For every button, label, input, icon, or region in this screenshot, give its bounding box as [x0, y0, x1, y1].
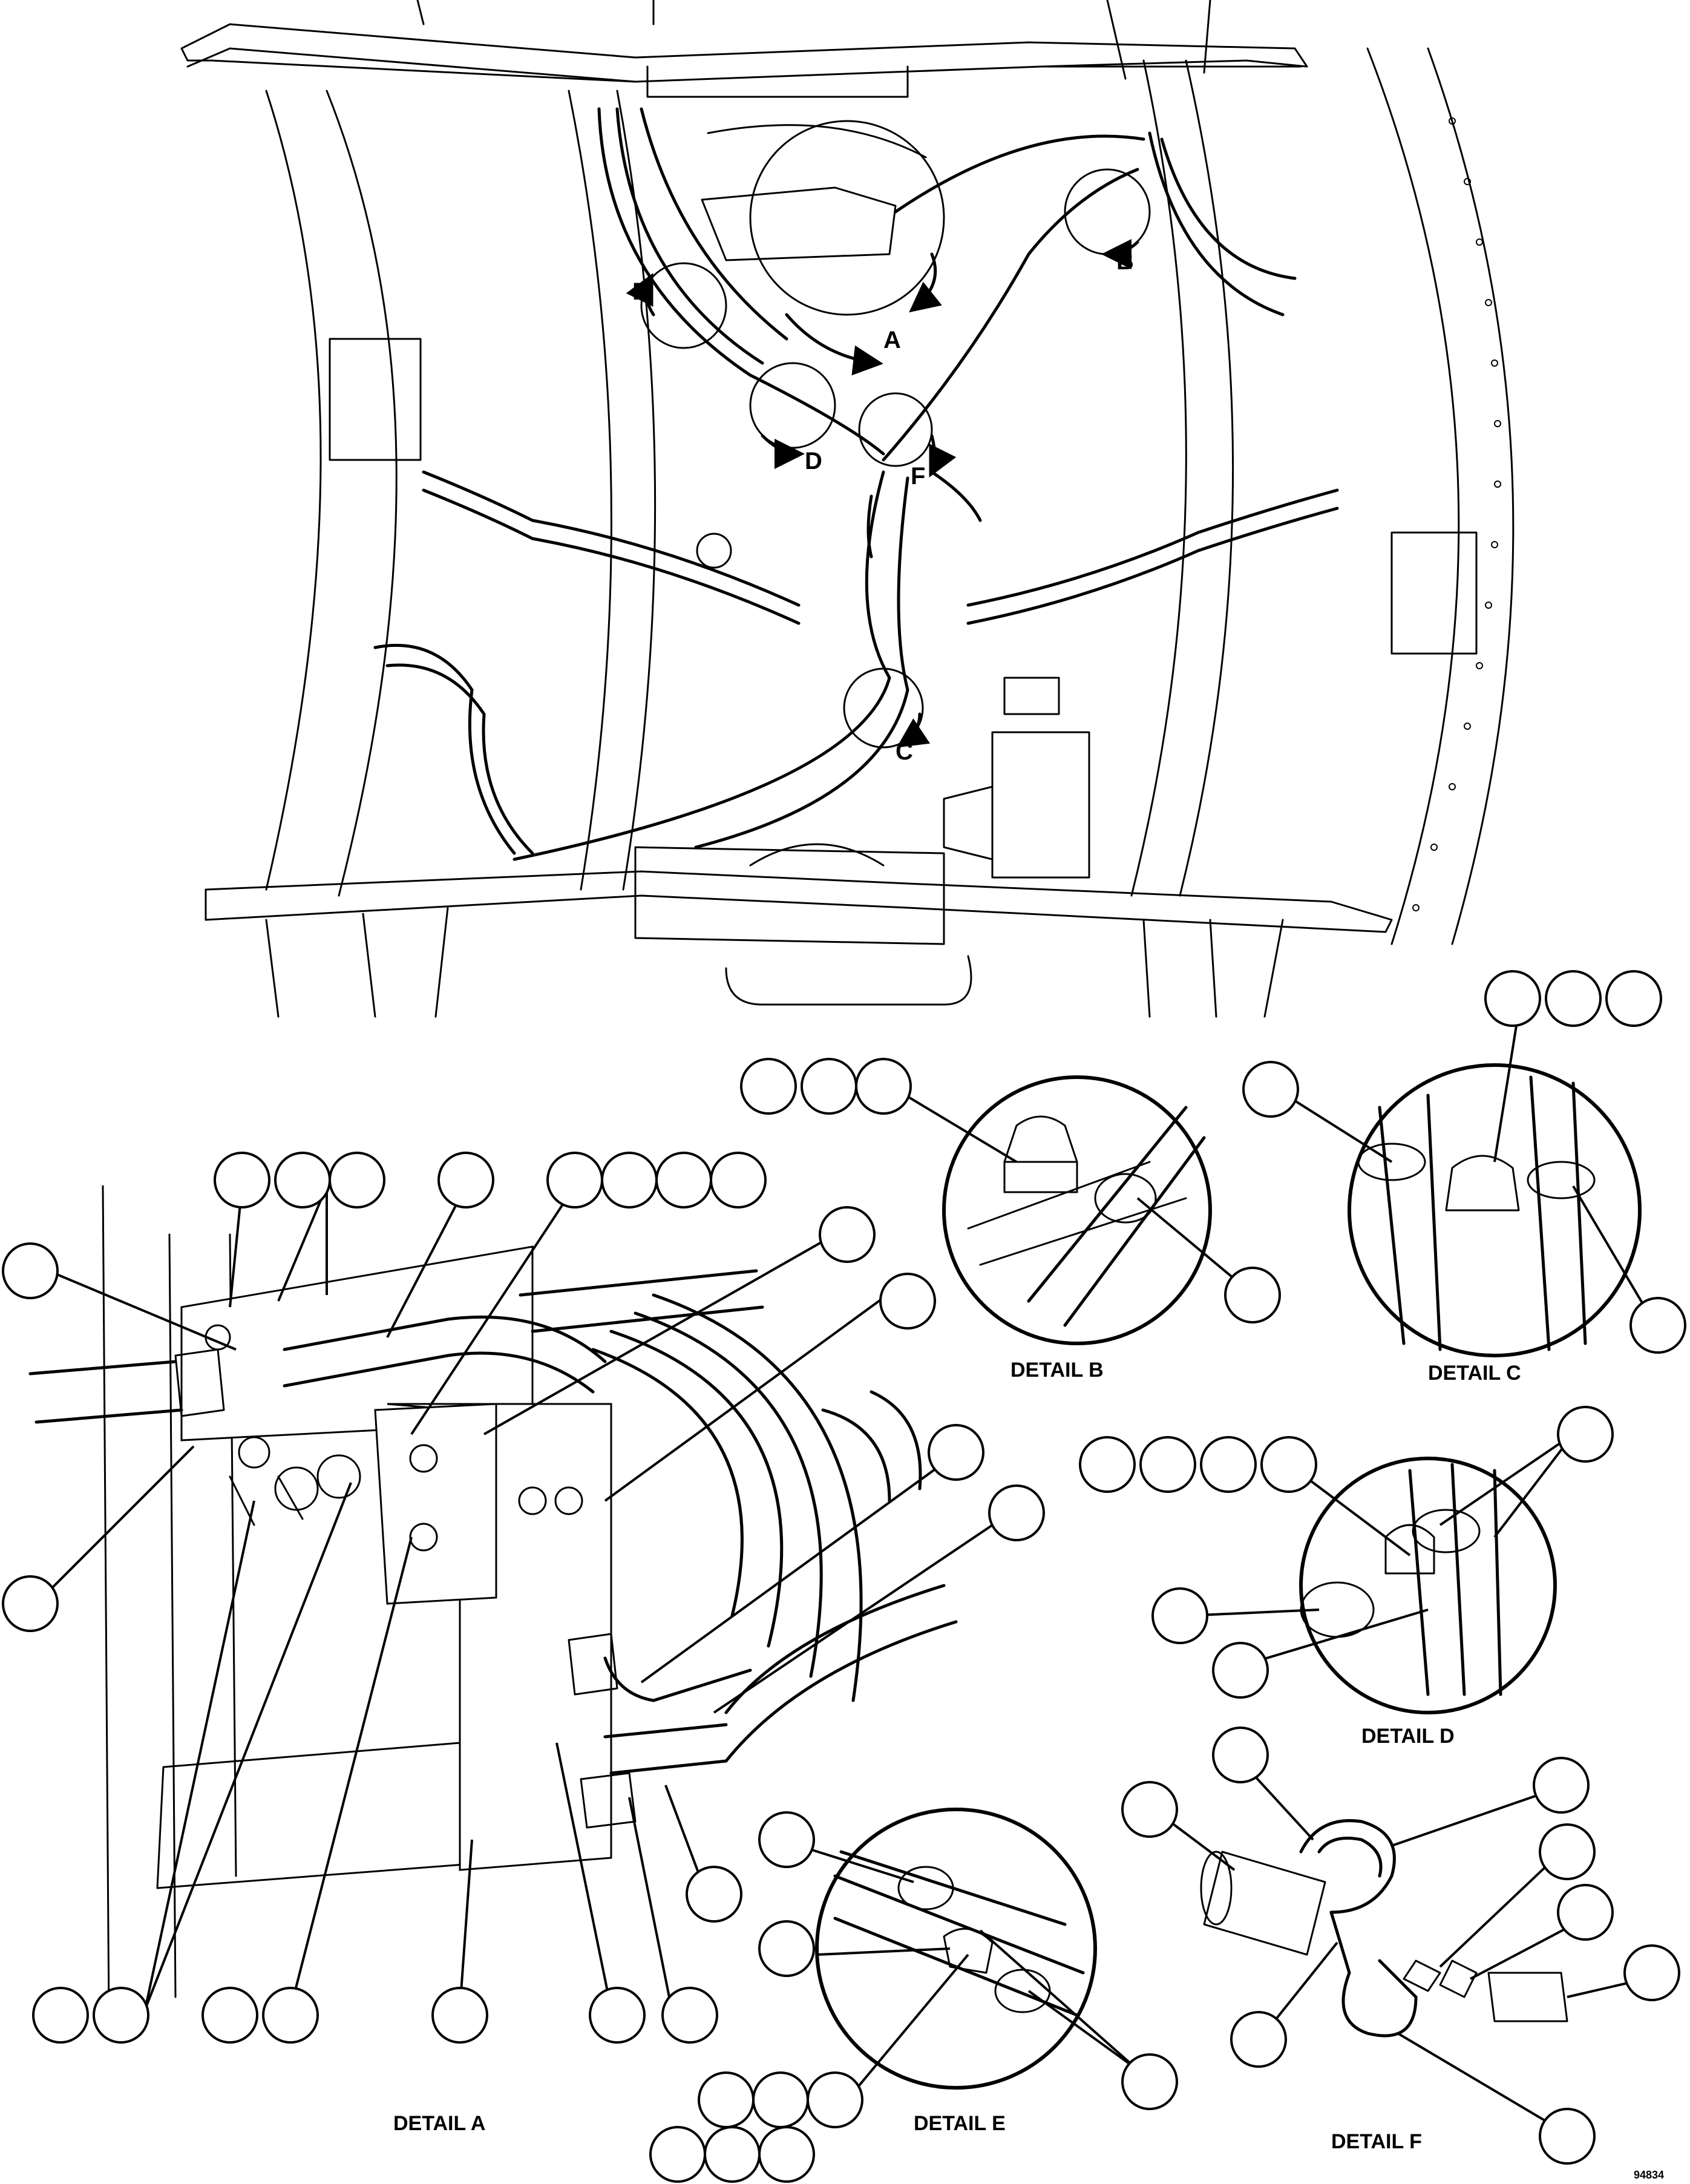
detail-a-view: DETAIL A: [2, 1152, 1045, 2135]
detail-c-view: DETAIL C: [1242, 970, 1686, 1385]
flange-bolt-holes: [1412, 117, 1501, 911]
detail-d-title: DETAIL D: [1361, 1725, 1455, 1748]
detail-circle-A: [749, 120, 945, 376]
detail-b-view: DETAIL B: [740, 1058, 1281, 1382]
detail-ref-F: F: [911, 463, 925, 490]
detail-circle-D: [749, 362, 836, 469]
detail-circle-F: [858, 392, 957, 477]
detail-ref-A: A: [883, 327, 901, 353]
detail-circle-C: [843, 667, 931, 749]
detail-a-callouts: [2, 1152, 1045, 2044]
detail-a-title: DETAIL A: [393, 2112, 485, 2135]
engine-overview: A B C D E F: [180, 0, 1515, 1018]
detail-c-title: DETAIL C: [1428, 1362, 1521, 1385]
drawing-number: 94834: [1634, 2169, 1664, 2181]
detail-e-title: DETAIL E: [914, 2112, 1006, 2135]
detail-f-title: DETAIL F: [1331, 2130, 1422, 2153]
detail-b-title: DETAIL B: [1010, 1359, 1104, 1382]
detail-ref-E: E: [632, 278, 649, 305]
detail-d-view: DETAIL D: [1079, 1406, 1614, 1748]
detail-e-view: DETAIL E: [649, 1808, 1178, 2183]
detail-f-view: DETAIL F: [1121, 1727, 1680, 2165]
detail-ref-B: B: [1116, 248, 1134, 275]
detail-circle-E: [626, 262, 727, 349]
detail-ref-D: D: [805, 448, 822, 474]
detail-ref-C: C: [896, 738, 913, 765]
detail-circle-B: [1064, 168, 1151, 269]
